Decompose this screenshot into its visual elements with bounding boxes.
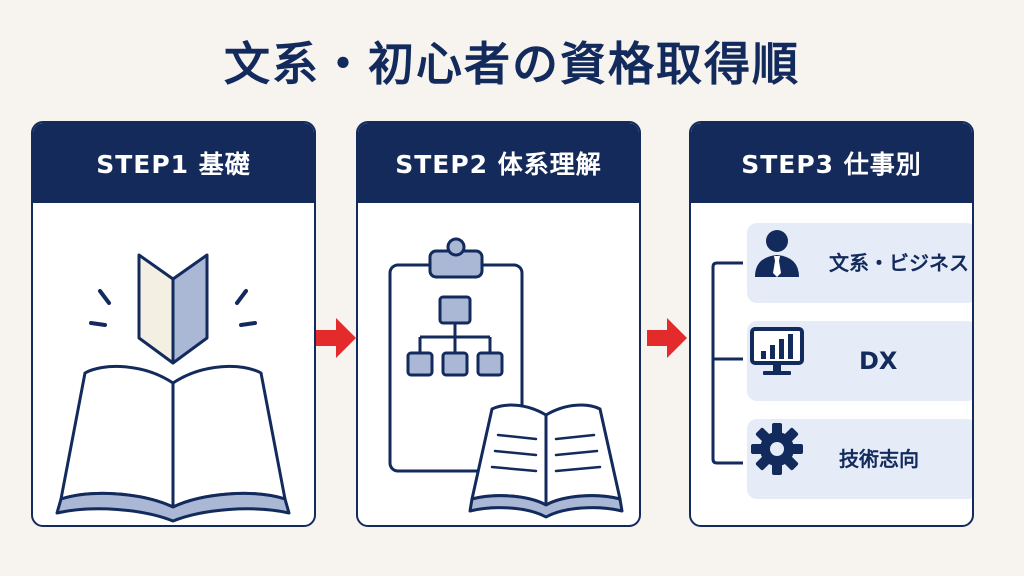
role-tech-label: 技術志向 bbox=[839, 447, 919, 471]
arrow-right-icon bbox=[645, 316, 689, 364]
role-dx: DX bbox=[747, 321, 972, 401]
step1-card: STEP1 基礎 bbox=[31, 121, 316, 527]
step2-header: STEP2 体系理解 bbox=[358, 123, 639, 203]
step2-body bbox=[358, 203, 639, 525]
step3-header: STEP3 仕事別 bbox=[691, 123, 972, 203]
gear-icon bbox=[751, 423, 803, 475]
step3-body: 文系・ビジネス DX bbox=[691, 203, 972, 525]
beginner-leaf-book-icon bbox=[55, 253, 291, 523]
monitor-chart-icon bbox=[750, 327, 804, 375]
step1-header: STEP1 基礎 bbox=[33, 123, 314, 203]
step2-card: STEP2 体系理解 bbox=[356, 121, 641, 527]
role-business-label: 文系・ビジネス bbox=[829, 251, 969, 275]
businessperson-icon bbox=[755, 230, 799, 277]
arrow-right-icon bbox=[314, 316, 358, 364]
step1-body bbox=[33, 203, 314, 525]
role-dx-label: DX bbox=[859, 347, 898, 375]
step3-card: STEP3 仕事別 文系・ビジネス DX bbox=[689, 121, 974, 527]
page-title: 文系・初心者の資格取得順 bbox=[224, 37, 800, 91]
clipboard-org-chart-book-icon bbox=[388, 237, 624, 519]
role-business: 文系・ビジネス bbox=[747, 223, 972, 303]
role-tech: 技術志向 bbox=[747, 419, 972, 499]
